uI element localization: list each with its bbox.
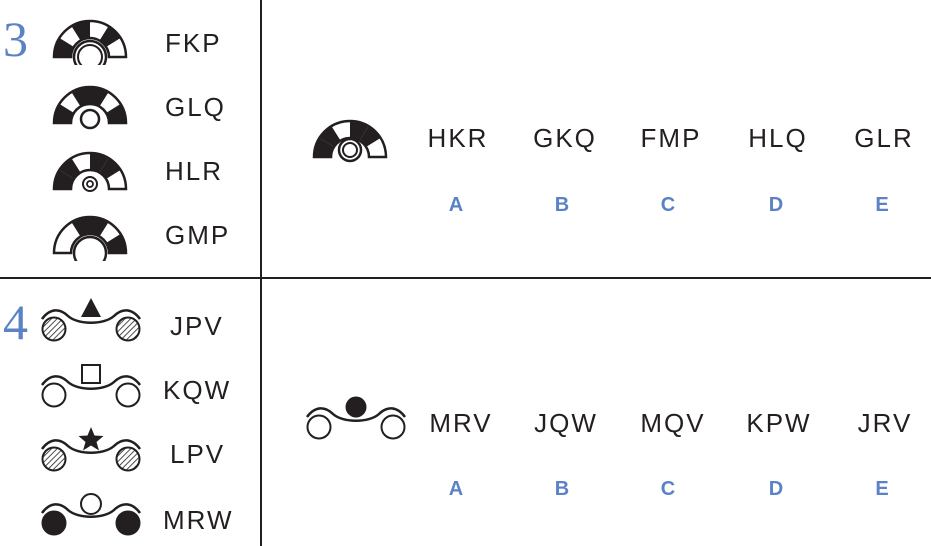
example-code: JPV (170, 311, 224, 341)
option-code[interactable]: MQV (640, 408, 706, 438)
example-code: LPV (170, 439, 226, 469)
row-divider (0, 277, 931, 279)
option-letter[interactable]: B (554, 194, 570, 216)
example-code: MRW (163, 505, 234, 535)
option-letter[interactable]: C (660, 194, 676, 216)
option-letter[interactable]: C (660, 478, 676, 500)
hatched-circles-triangle-icon (40, 298, 142, 342)
target-figure-icon (305, 396, 407, 440)
option-letter[interactable]: E (875, 194, 889, 216)
example-code: GMP (165, 220, 231, 250)
black-circles-circle-icon (40, 493, 142, 536)
example-code: KQW (163, 375, 232, 405)
option-code[interactable]: HKR (427, 123, 489, 153)
question-number: 4 (3, 294, 28, 350)
option-letter[interactable]: E (875, 478, 889, 500)
option-code[interactable]: GKQ (533, 123, 597, 153)
half-ring-segments-dot-circle-icon (52, 151, 128, 192)
option-letter[interactable]: B (554, 478, 570, 500)
example-code: FKP (165, 28, 222, 58)
option-letter[interactable]: A (448, 194, 464, 216)
option-code[interactable]: JQW (534, 408, 598, 438)
option-code[interactable]: HLQ (748, 123, 808, 153)
white-circles-square-icon (40, 364, 142, 408)
target-figure-icon (312, 119, 388, 163)
half-ring-segments-small-circle-icon (52, 85, 128, 130)
option-code[interactable]: GLR (854, 123, 914, 153)
option-code[interactable]: KPW (746, 408, 812, 438)
option-code[interactable]: JRV (857, 408, 913, 438)
example-code: GLQ (165, 92, 226, 122)
column-divider (260, 0, 262, 546)
hatched-circles-star-icon (40, 427, 142, 472)
option-letter[interactable]: D (768, 478, 784, 500)
example-code: HLR (165, 156, 224, 186)
option-letter[interactable]: D (768, 194, 784, 216)
half-ring-segments-large-circle-icon (52, 215, 128, 261)
question-number: 3 (3, 11, 28, 67)
option-code[interactable]: MRV (429, 408, 493, 438)
half-ring-segments-double-circle-icon (52, 19, 128, 65)
option-letter[interactable]: A (448, 478, 464, 500)
option-code[interactable]: FMP (640, 123, 702, 153)
